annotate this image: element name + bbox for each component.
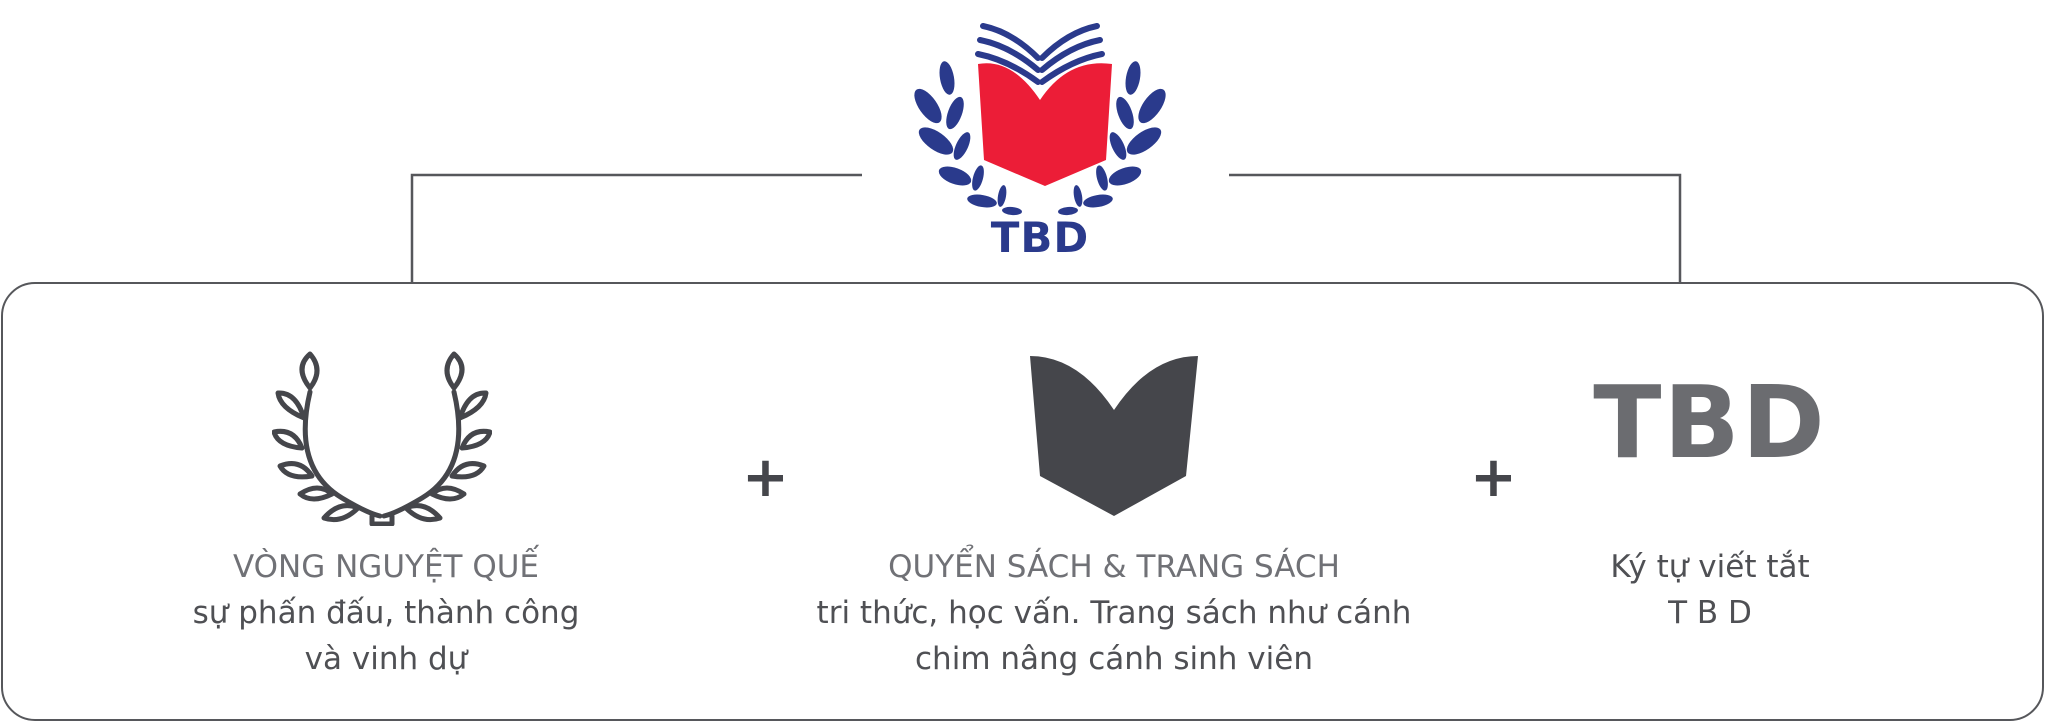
component-line: sự phấn đấu, thành công bbox=[192, 595, 580, 631]
tbd-logo-icon bbox=[914, 23, 1166, 216]
component-line: và vinh dự bbox=[304, 641, 468, 677]
laurel-wreath-icon bbox=[271, 348, 493, 527]
component-heading: QUYỂN SÁCH & TRANG SÁCH bbox=[888, 549, 1340, 585]
connector-left bbox=[410, 173, 862, 284]
connector-right bbox=[1229, 173, 1682, 284]
plus-operator: + bbox=[742, 445, 789, 510]
component-heading: Ký tự viết tắt bbox=[1610, 549, 1810, 585]
open-book-icon bbox=[1026, 354, 1200, 518]
component-letters-caption: Ký tự viết tắt T B D bbox=[1560, 544, 1860, 636]
plus-operator: + bbox=[1470, 445, 1517, 510]
component-book-caption: QUYỂN SÁCH & TRANG SÁCH tri thức, học vấ… bbox=[808, 544, 1420, 682]
component-line: tri thức, học vấn. Trang sách như cánh bbox=[816, 595, 1412, 631]
component-laurel-caption: VÒNG NGUYỆT QUẾ sự phấn đấu, thành công … bbox=[180, 544, 592, 682]
components-panel bbox=[1, 282, 2044, 721]
tbd-letters: TBD bbox=[1593, 364, 1827, 481]
component-heading: VÒNG NGUYỆT QUẾ bbox=[232, 549, 540, 585]
logo-text: TBD bbox=[990, 213, 1090, 262]
tbd-logo: TBD bbox=[900, 18, 1180, 263]
component-line: chim nâng cánh sinh viên bbox=[915, 641, 1313, 677]
component-line: T B D bbox=[1668, 595, 1752, 631]
